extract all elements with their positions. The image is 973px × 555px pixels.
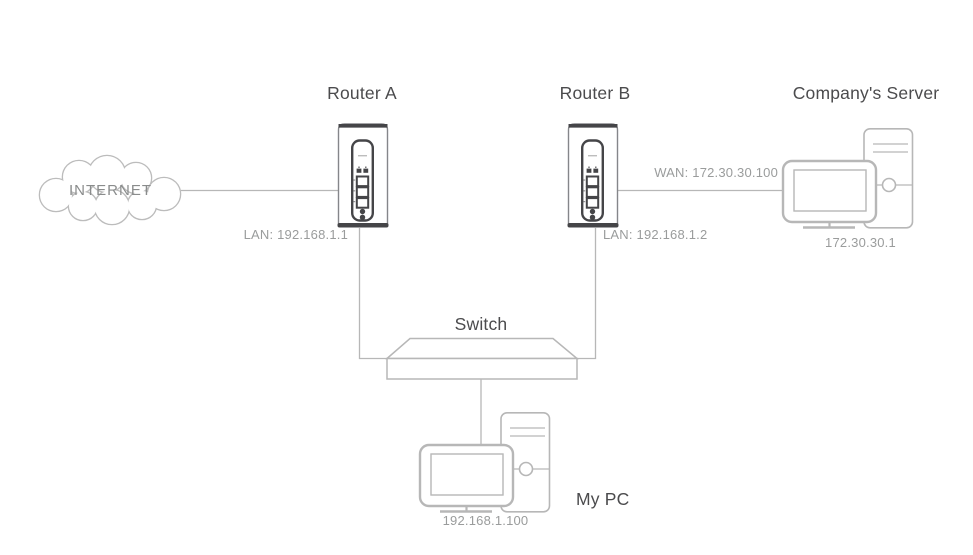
- internet-label: INTERNET: [69, 182, 152, 199]
- router-b-lan-address: LAN: 192.168.1.2: [603, 227, 708, 242]
- router-b-title: Router B: [559, 83, 631, 103]
- link-router-a-switch: [358, 228, 390, 360]
- router-b-wan-address: WAN: 172.30.30.100: [654, 165, 778, 180]
- server-computer-icon: [781, 128, 914, 229]
- internet-cloud-icon: [38, 154, 182, 226]
- link-router-b-switch: [576, 228, 597, 360]
- router-b-icon: [567, 123, 619, 228]
- my-pc-computer-icon: [418, 412, 551, 513]
- server-ip-address: 172.30.30.1: [825, 235, 896, 250]
- router-a-icon: [337, 123, 389, 228]
- server-title: Company's Server: [792, 83, 940, 103]
- router-a-title: Router A: [327, 83, 397, 103]
- switch-icon: [384, 337, 580, 380]
- switch-title: Switch: [454, 314, 508, 334]
- my-pc-ip-address: 192.168.1.100: [442, 513, 529, 528]
- router-a-lan-address: LAN: 192.168.1.1: [243, 227, 348, 242]
- connection-lines: [181, 189, 786, 450]
- my-pc-title: My PC: [576, 489, 630, 509]
